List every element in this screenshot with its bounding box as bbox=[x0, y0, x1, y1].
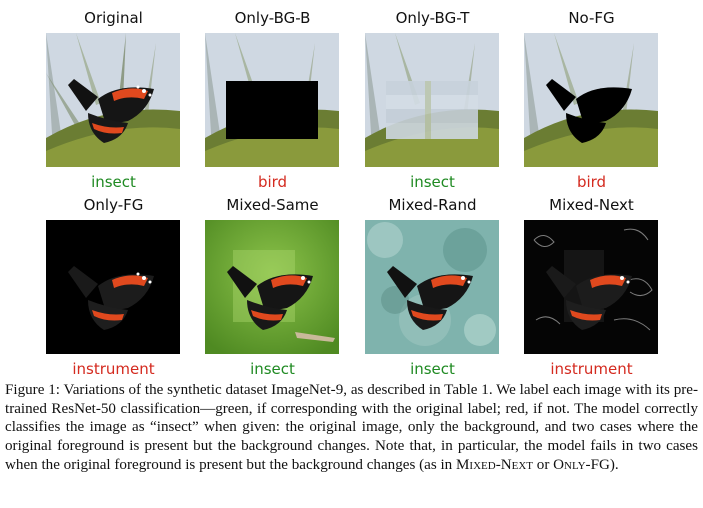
panel-title: Original bbox=[84, 9, 143, 27]
prediction-label: insect bbox=[410, 360, 455, 378]
caption-mixed-next: Mixed-Next bbox=[456, 456, 534, 473]
caption-or: or bbox=[533, 456, 554, 473]
caption-only-fg: Only-FG bbox=[553, 456, 610, 473]
panel-title: Mixed-Rand bbox=[388, 196, 477, 214]
image-no-fg bbox=[524, 33, 658, 167]
panel-title: Only-BG-T bbox=[395, 9, 470, 27]
panel-title: No-FG bbox=[568, 9, 615, 27]
image-only-bg-b bbox=[205, 33, 339, 167]
caption-text: Figure 1: Variations of the synthetic da… bbox=[5, 382, 698, 473]
panel-title: Mixed-Same bbox=[226, 196, 319, 214]
prediction-label: instrument bbox=[72, 360, 155, 378]
panel-title: Mixed-Next bbox=[549, 196, 634, 214]
image-mixed-rand bbox=[365, 220, 499, 354]
prediction-label: instrument bbox=[550, 360, 633, 378]
caption-end: ). bbox=[609, 456, 619, 473]
prediction-label: insect bbox=[91, 173, 136, 191]
prediction-label: insect bbox=[250, 360, 295, 378]
image-only-bg-t bbox=[365, 33, 499, 167]
prediction-label: bird bbox=[576, 173, 607, 191]
image-mixed-same bbox=[205, 220, 339, 354]
figure-caption: Figure 1: Variations of the synthetic da… bbox=[5, 381, 698, 475]
prediction-label: bird bbox=[257, 173, 288, 191]
panel-title: Only-BG-B bbox=[234, 9, 311, 27]
prediction-label: insect bbox=[410, 173, 455, 191]
figure-grid: Original bbox=[46, 9, 658, 378]
image-mixed-next bbox=[524, 220, 658, 354]
image-only-fg bbox=[46, 220, 180, 354]
image-original bbox=[46, 33, 180, 167]
panel-title: Only-FG bbox=[83, 196, 144, 214]
